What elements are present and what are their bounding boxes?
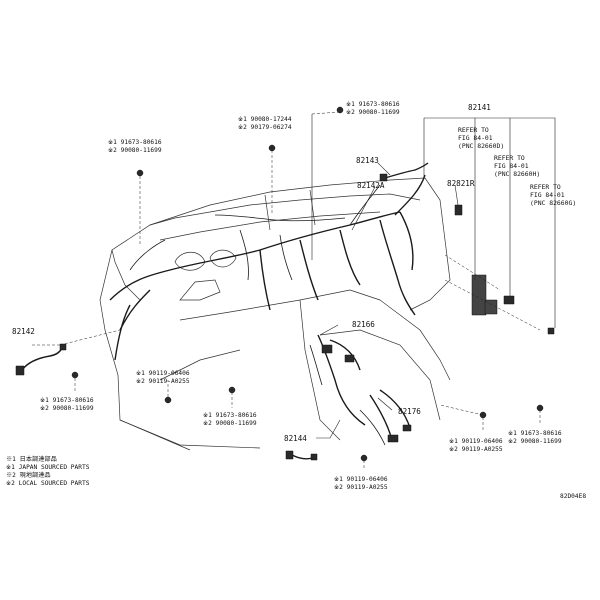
main-harness bbox=[109, 174, 426, 361]
label-82144: 82144 bbox=[284, 434, 307, 443]
label-82176: 82176 bbox=[398, 407, 421, 416]
partno-right-low1-1: ※1 90119-06406 bbox=[449, 438, 503, 445]
partno-right-low2-1: ※1 91673-80616 bbox=[508, 430, 562, 437]
harness-82142 bbox=[15, 343, 67, 376]
connector-82821r bbox=[454, 204, 463, 216]
partno-left-low-2: ※2 90080-11699 bbox=[40, 405, 94, 412]
partno-mid-left-2: ※2 90119-A0255 bbox=[136, 378, 190, 385]
harness-82144 bbox=[285, 450, 318, 461]
partno-top-left-2: ※2 90080-11699 bbox=[108, 147, 162, 154]
refer-82660h-line3: (PNC 82660H) bbox=[494, 170, 540, 178]
part-numbers: ※1 91673-80616 ※2 90080-11699 ※1 90080-1… bbox=[40, 101, 562, 491]
clip-icon bbox=[336, 106, 344, 114]
legend-line-2: ※1 JAPAN SOURCED PARTS bbox=[6, 464, 90, 471]
clip-icon bbox=[136, 169, 144, 177]
partno-right-low2-2: ※2 90080-11699 bbox=[508, 438, 562, 445]
harness-82176 bbox=[359, 389, 412, 446]
partno-top-left-1: ※1 91673-80616 bbox=[108, 139, 162, 146]
refer-82660h-line2: FIG 84-01 bbox=[494, 162, 529, 170]
legend-line-1: ※1 日本調達部品 bbox=[6, 455, 57, 463]
label-82142: 82142 bbox=[12, 327, 35, 336]
partno-top-center-1: ※1 91673-80616 bbox=[346, 101, 400, 108]
leader-lines bbox=[30, 111, 556, 470]
partno-top-left2-1: ※1 90080-17244 bbox=[238, 116, 292, 123]
part-labels: 82141 82143 82142A 82821R 82142 82166 82… bbox=[12, 103, 491, 443]
refer-82660h-line1: REFER TO bbox=[494, 154, 525, 162]
bracket-82660 bbox=[471, 274, 555, 335]
refer-82660g-line1: REFER TO bbox=[530, 183, 561, 191]
partno-mid-left-1: ※1 90119-06406 bbox=[136, 370, 190, 377]
refer-82660d-line2: FIG 84-01 bbox=[458, 134, 493, 142]
partno-mid-center-2: ※2 90080-11699 bbox=[203, 420, 257, 427]
label-82821r: 82821R bbox=[447, 179, 475, 188]
figure-code: 82D04E8 bbox=[560, 493, 586, 500]
partno-right-low1-2: ※2 90119-A0255 bbox=[449, 446, 503, 453]
refer-82660d-line3: (PNC 82660D) bbox=[458, 142, 504, 150]
partno-top-left2-2: ※2 90179-06274 bbox=[238, 124, 292, 131]
refer-82660g-line2: FIG 84-01 bbox=[530, 191, 565, 199]
legend-line-3: ※2 現地調達品 bbox=[6, 471, 51, 479]
harness-82143 bbox=[379, 162, 429, 182]
legend: ※1 日本調達部品 ※1 JAPAN SOURCED PARTS ※2 現地調達… bbox=[6, 455, 90, 487]
label-82143: 82143 bbox=[356, 156, 379, 165]
partno-bottom-center-2: ※2 90119-A0255 bbox=[334, 484, 388, 491]
clip-icon bbox=[71, 371, 79, 379]
partno-bottom-center-1: ※1 90119-06406 bbox=[334, 476, 388, 483]
label-82166: 82166 bbox=[352, 320, 375, 329]
label-82142a: 82142A bbox=[357, 181, 385, 190]
refer-blocks: REFER TO FIG 84-01 (PNC 82660D) REFER TO… bbox=[458, 126, 576, 207]
floor-harness-82166 bbox=[309, 334, 366, 426]
refer-82660g-line3: (PNC 82660G) bbox=[530, 199, 576, 207]
label-82141: 82141 bbox=[468, 103, 491, 112]
partno-top-center-2: ※2 90080-11699 bbox=[346, 109, 400, 116]
partno-left-low-1: ※1 91673-80616 bbox=[40, 397, 94, 404]
partno-mid-center-1: ※1 91673-80616 bbox=[203, 412, 257, 419]
refer-82660d-line1: REFER TO bbox=[458, 126, 489, 134]
legend-line-4: ※2 LOCAL SOURCED PARTS bbox=[6, 480, 90, 487]
